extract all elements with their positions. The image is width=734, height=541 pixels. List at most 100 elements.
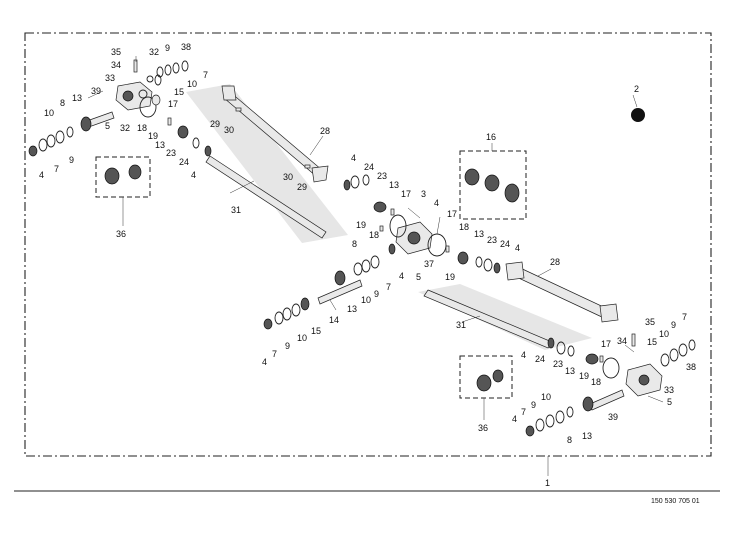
callout-7b: 7 [54,164,59,174]
callout-14: 14 [329,315,339,325]
callout-13c: 13 [389,180,399,190]
gearbox-upper [115,59,189,118]
callout-16: 16 [486,132,496,142]
shade-plane-upper [186,84,348,243]
callout-35b: 35 [645,317,655,327]
callout-17: 17 [168,99,178,109]
callout-29: 29 [210,119,220,129]
callout-10e: 10 [659,329,669,339]
callout-32: 32 [149,47,159,57]
pinion-shaft-upper [28,111,115,157]
callout-13f: 13 [565,366,575,376]
callout-5c: 5 [667,397,672,407]
callout-13d: 13 [474,229,484,239]
callout-19: 19 [148,131,158,141]
tube-lower [505,261,619,323]
callout-8: 8 [60,98,65,108]
callout-7f: 7 [521,407,526,417]
callout-9d: 9 [285,341,290,351]
callout-39b: 39 [608,412,618,422]
callout-10d: 10 [297,333,307,343]
callout-36: 36 [116,229,126,239]
callout-9f: 9 [531,400,536,410]
callout-19b: 19 [356,220,366,230]
callout-6: 4 [191,170,196,180]
callout-32b: 32 [120,123,130,133]
callout-13: 13 [72,93,82,103]
callout-29b: 29 [297,182,307,192]
callout-6e: 4 [399,271,404,281]
callout-13e: 13 [347,304,357,314]
callout-24b: 24 [364,162,374,172]
callout-2: 2 [634,84,639,94]
callout-23d: 23 [553,359,563,369]
callout-38b: 38 [686,362,696,372]
drive-shaft-upper [205,155,327,239]
callout-18d: 18 [591,377,601,387]
callout-7e: 7 [682,312,687,322]
callout-30: 30 [224,125,234,135]
callout-18b: 18 [369,230,379,240]
callout-10c: 10 [361,295,371,305]
shade-plane-lower [418,284,592,350]
callout-5: 5 [105,121,110,131]
callout-9c: 9 [374,289,379,299]
callout-6c: 4 [351,153,356,163]
callout-19c: 19 [445,272,455,282]
callout-15b: 15 [311,326,321,336]
doc-number: 150 530 705 01 [651,498,700,505]
gear-set-lower-right [547,337,620,379]
callout-23: 23 [166,148,176,158]
callout-6g: 4 [521,350,526,360]
callout-7c: 7 [386,282,391,292]
callout-17b: 17 [401,189,411,199]
detail-box-36-lower [459,355,513,420]
callout-38: 38 [181,42,191,52]
callout-6h: 4 [512,414,517,424]
callout-6f: 4 [262,357,267,367]
callout-9e: 9 [671,320,676,330]
callout-18: 18 [137,123,147,133]
callout-7d: 7 [272,349,277,359]
callout-39: 39 [91,86,101,96]
callout-7: 7 [203,70,208,80]
marker-dot [631,108,645,122]
callout-15c: 15 [647,337,657,347]
callout-10b: 10 [44,108,54,118]
callout-28b: 28 [550,257,560,267]
callout-34: 34 [111,60,121,70]
detail-box-16 [459,143,527,220]
pinion-shaft-centre [263,243,396,330]
callout-6b: 4 [39,170,44,180]
callout-24d: 24 [535,354,545,364]
callout-23c: 23 [487,235,497,245]
callout-3: 3 [421,189,426,199]
drive-shaft-lower [423,289,553,349]
detail-box-36-upper [95,156,151,226]
callout-8b: 8 [352,239,357,249]
leader-lines [87,56,664,403]
callout-9b: 9 [69,155,74,165]
callout-labels: 35 32 9 38 34 7 33 10 39 15 13 8 17 10 5… [39,42,696,488]
gearbox-lower [625,333,696,397]
callout-9: 9 [165,43,170,53]
callout-36b: 36 [478,423,488,433]
callout-30b: 30 [283,172,293,182]
gear-set-upper-middle [343,174,395,216]
callout-10f: 10 [541,392,551,402]
callout-28: 28 [320,126,330,136]
callout-4: 4 [434,198,439,208]
callout-5b: 5 [416,272,421,282]
callout-35: 35 [111,47,121,57]
callout-33b: 33 [664,385,674,395]
callout-18c: 18 [459,222,469,232]
callout-13g: 13 [582,431,592,441]
pinion-shaft-lower [525,389,625,437]
callout-24c: 24 [500,239,510,249]
gearbox-centre [379,214,501,274]
callout-10: 10 [187,79,197,89]
callout-37: 37 [424,259,434,269]
callout-17d: 17 [601,339,611,349]
callout-34b: 34 [617,336,627,346]
